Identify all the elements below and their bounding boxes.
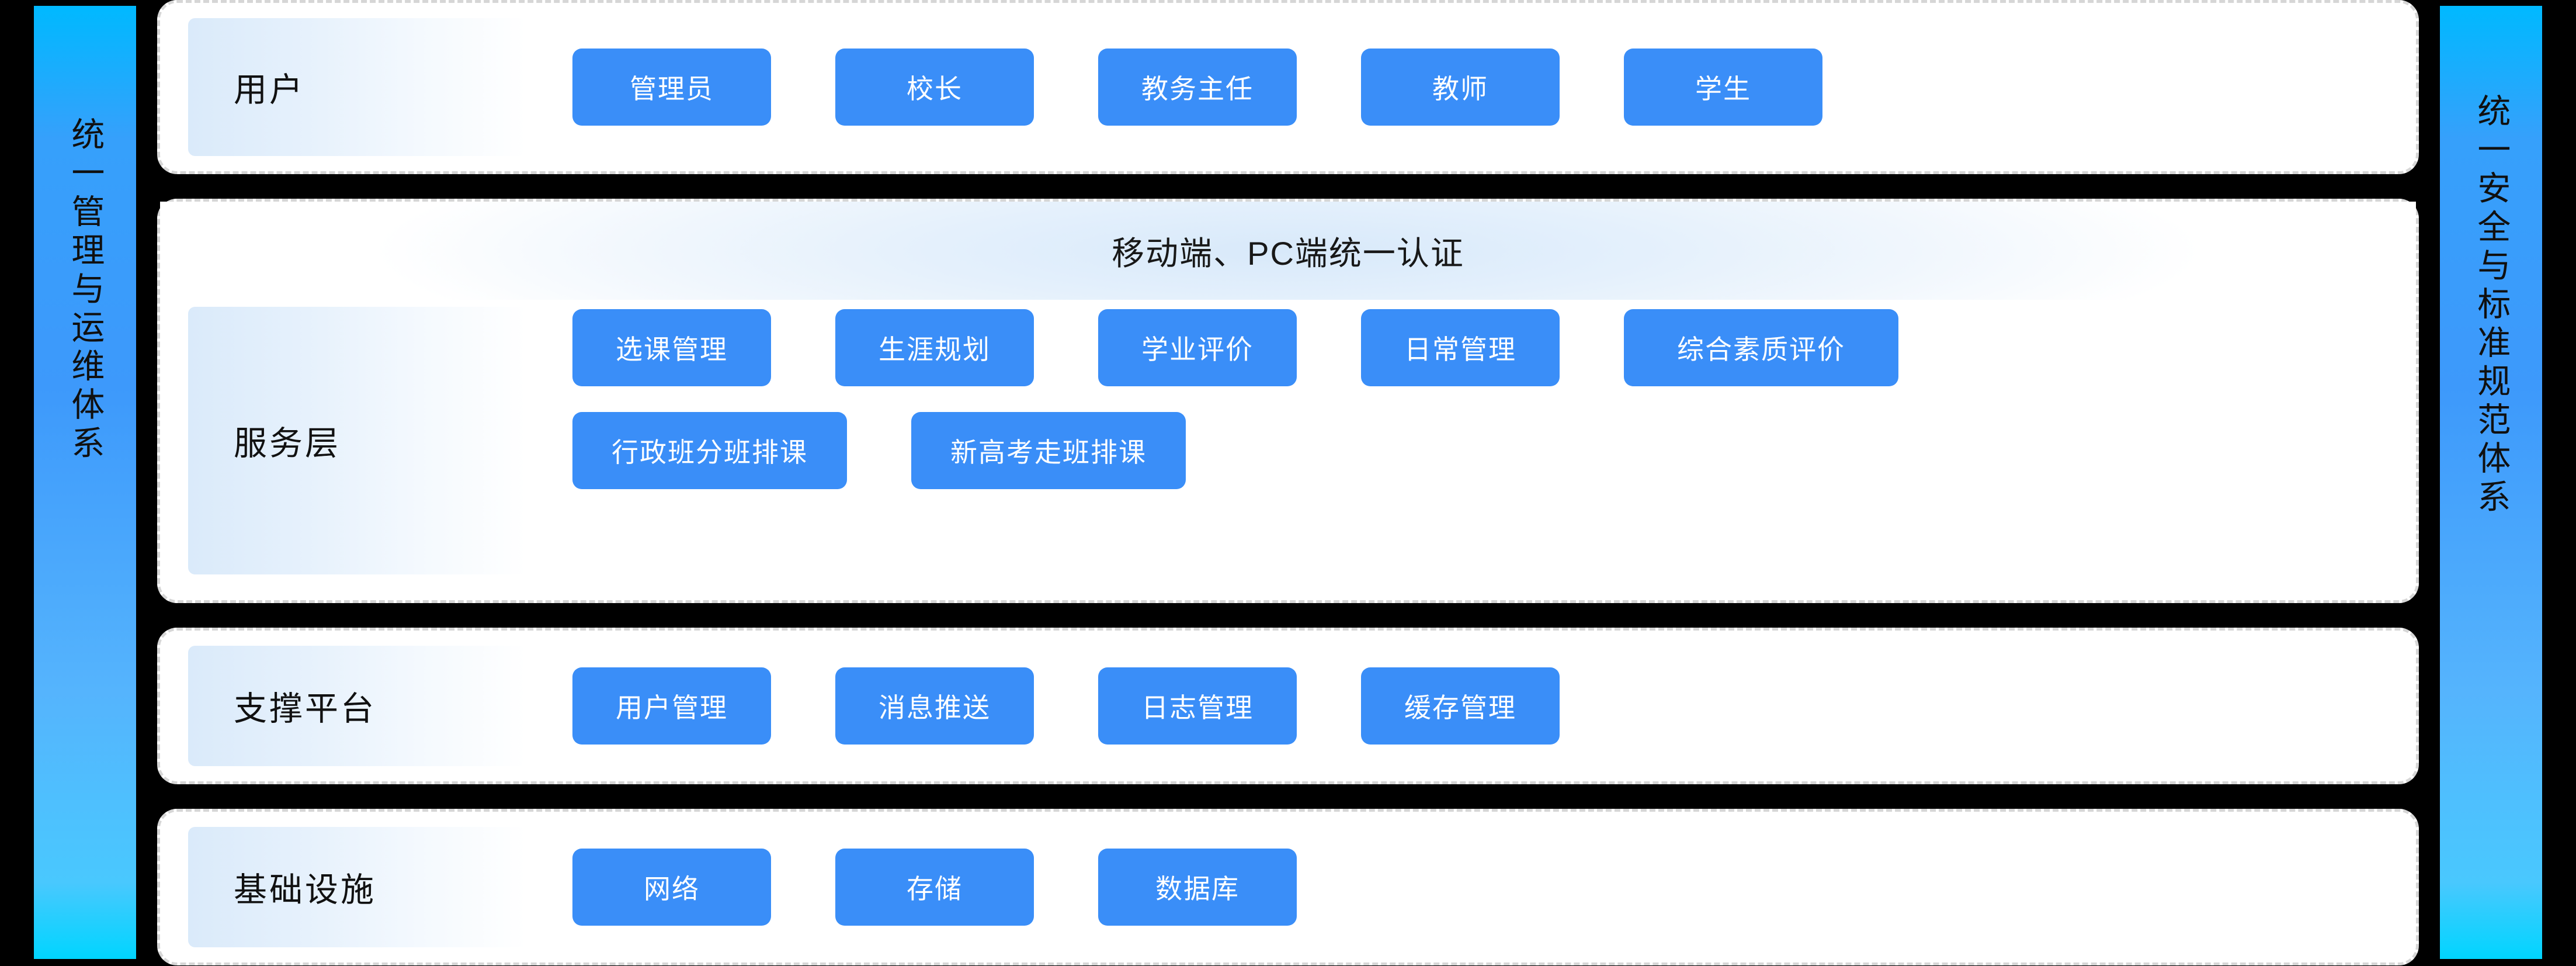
layer-card-service: 移动端、PC端统一认证 服务层 选课管理 生涯规划 学业评价 日常管理 综合素质… — [157, 199, 2419, 603]
node-area-infrastructure: 网络 存储 数据库 — [527, 812, 2416, 962]
layer-row-service: 服务层 选课管理 生涯规划 学业评价 日常管理 综合素质评价 行政班分班排课 新… — [160, 303, 2416, 600]
left-rail-label: 统一管理与运维体系 — [66, 117, 104, 464]
unified-auth-banner-text: 移动端、PC端统一认证 — [1112, 234, 1464, 272]
layer-label-text-support: 支撑平台 — [234, 690, 376, 728]
left-vertical-rail: 统一管理与运维体系 — [34, 6, 136, 959]
node-database[interactable]: 数据库 — [1098, 849, 1297, 926]
right-rail-label: 统一安全与标准规范体系 — [2472, 94, 2510, 518]
node-cache-management[interactable]: 缓存管理 — [1361, 667, 1560, 745]
node-row: 网络 存储 数据库 — [572, 849, 2416, 926]
node-course-selection[interactable]: 选课管理 — [572, 309, 771, 386]
node-row: 管理员 校长 教务主任 教师 学生 — [572, 49, 2416, 126]
layer-label-users: 用户 — [188, 18, 527, 156]
node-academic-evaluation[interactable]: 学业评价 — [1098, 309, 1297, 386]
node-gaokao-elective-scheduling[interactable]: 新高考走班排课 — [911, 412, 1186, 489]
node-row: 行政班分班排课 新高考走班排课 — [572, 412, 2416, 489]
layer-row-support: 支撑平台 用户管理 消息推送 日志管理 缓存管理 — [160, 631, 2416, 781]
node-area-users: 管理员 校长 教务主任 教师 学生 — [527, 3, 2416, 171]
node-admin-class-scheduling[interactable]: 行政班分班排课 — [572, 412, 847, 489]
node-message-push[interactable]: 消息推送 — [835, 667, 1034, 745]
layer-label-text-service: 服务层 — [234, 425, 341, 462]
node-network[interactable]: 网络 — [572, 849, 771, 926]
layer-card-users: 用户 管理员 校长 教务主任 教师 学生 — [157, 0, 2419, 174]
node-row: 用户管理 消息推送 日志管理 缓存管理 — [572, 667, 2416, 745]
unified-auth-banner: 移动端、PC端统一认证 — [160, 202, 2416, 300]
node-student[interactable]: 学生 — [1624, 49, 1822, 126]
layer-row-users: 用户 管理员 校长 教务主任 教师 学生 — [160, 3, 2416, 171]
node-admin[interactable]: 管理员 — [572, 49, 771, 126]
node-principal[interactable]: 校长 — [835, 49, 1034, 126]
node-career-planning[interactable]: 生涯规划 — [835, 309, 1034, 386]
node-comprehensive-quality-evaluation[interactable]: 综合素质评价 — [1624, 309, 1898, 386]
layer-label-infrastructure: 基础设施 — [188, 827, 527, 947]
node-teacher[interactable]: 教师 — [1361, 49, 1560, 126]
node-dean[interactable]: 教务主任 — [1098, 49, 1297, 126]
layer-label-service: 服务层 — [188, 307, 527, 574]
node-area-support: 用户管理 消息推送 日志管理 缓存管理 — [527, 631, 2416, 781]
layer-card-support: 支撑平台 用户管理 消息推送 日志管理 缓存管理 — [157, 628, 2419, 784]
node-daily-management[interactable]: 日常管理 — [1361, 309, 1560, 386]
layer-stack: 用户 管理员 校长 教务主任 教师 学生 移动端、PC端统一认证 — [157, 0, 2419, 966]
node-row: 选课管理 生涯规划 学业评价 日常管理 综合素质评价 — [572, 309, 2416, 386]
layer-card-infrastructure: 基础设施 网络 存储 数据库 — [157, 809, 2419, 965]
layer-label-text-users: 用户 — [234, 71, 305, 109]
layer-row-infrastructure: 基础设施 网络 存储 数据库 — [160, 812, 2416, 962]
node-area-service: 选课管理 生涯规划 学业评价 日常管理 综合素质评价 行政班分班排课 新高考走班… — [527, 303, 2416, 590]
layer-label-text-infrastructure: 基础设施 — [234, 871, 376, 909]
node-log-management[interactable]: 日志管理 — [1098, 667, 1297, 745]
layer-label-support: 支撑平台 — [188, 646, 527, 766]
right-vertical-rail: 统一安全与标准规范体系 — [2440, 6, 2542, 959]
node-user-management[interactable]: 用户管理 — [572, 667, 771, 745]
node-storage[interactable]: 存储 — [835, 849, 1034, 926]
